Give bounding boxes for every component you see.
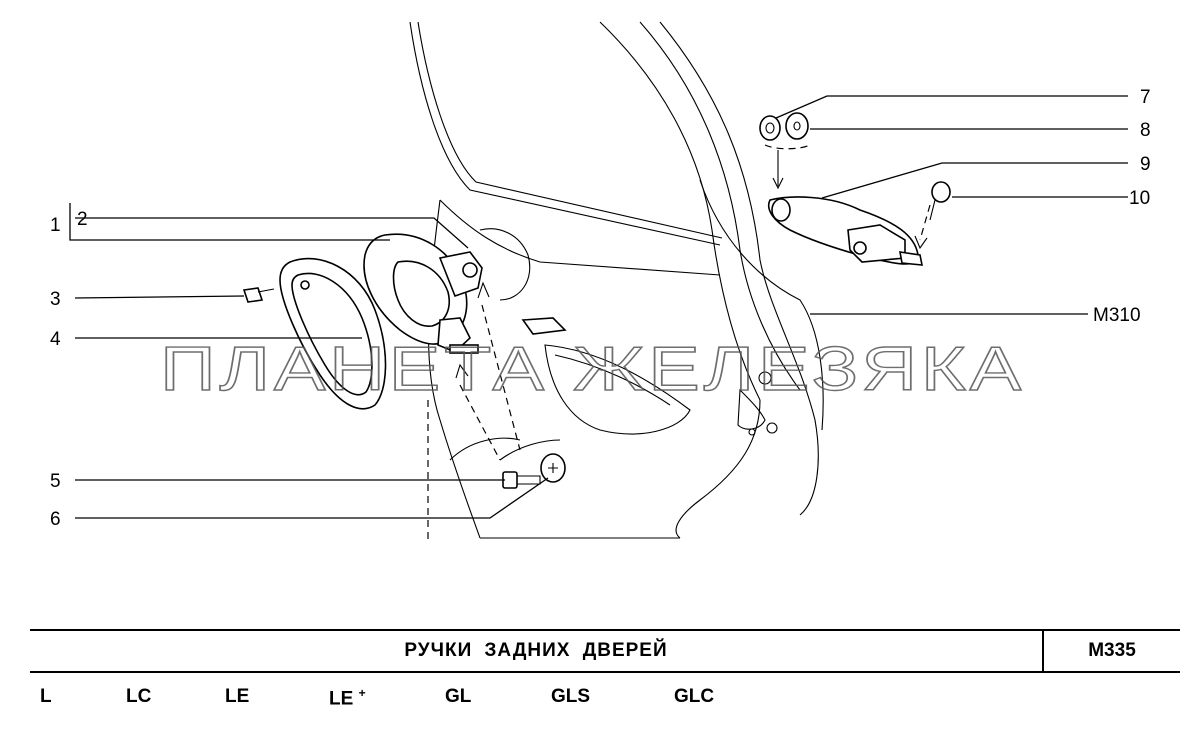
handle-trim-bezel [279, 257, 387, 410]
outer-handle-assembly [759, 112, 951, 266]
callout-5: 5 [50, 471, 61, 492]
callout-2: 2 [77, 209, 88, 230]
trim-variants: L LC LE LE + GL GLS GLC [0, 686, 1194, 716]
leader-lines [69, 95, 1128, 519]
callout-10: 10 [1129, 188, 1150, 209]
inner-handle-housing [363, 233, 483, 354]
callout-1: 1 [50, 215, 61, 236]
title-divider [1042, 631, 1044, 671]
door-clip [521, 317, 567, 335]
watermark: ПЛАНЕТА ЖЕЛЕЗЯКА [160, 335, 1025, 404]
variant-gls: GLS [551, 686, 591, 707]
diagram-title: РУЧКИ ЗАДНИХ ДВЕРЕЙ [404, 640, 668, 661]
callout-labels: 1 2 3 4 5 6 7 8 9 10 M310 [50, 87, 1151, 530]
assembly-guides-inner [427, 281, 521, 540]
variant-le-plus: LE + [329, 686, 366, 710]
screw-and-cap [499, 439, 566, 489]
screw-3 [242, 287, 275, 303]
title-block: РУЧКИ ЗАДНИХ ДВЕРЕЙ M335 [30, 629, 1180, 673]
variant-le: LE [225, 686, 250, 707]
variant-glc: GLC [674, 686, 715, 707]
callout-8: 8 [1140, 120, 1151, 141]
variant-l: L [40, 686, 52, 707]
diagram-code: M335 [1088, 640, 1136, 661]
callout-4: 4 [50, 329, 61, 350]
callout-m310: M310 [1093, 305, 1141, 326]
callout-6: 6 [50, 509, 61, 530]
callout-9: 9 [1140, 154, 1151, 175]
callout-3: 3 [50, 289, 61, 310]
variant-lc: LC [126, 686, 152, 707]
rear-door-body [409, 21, 824, 539]
variant-gl: GL [445, 686, 472, 707]
callout-7: 7 [1140, 87, 1151, 108]
